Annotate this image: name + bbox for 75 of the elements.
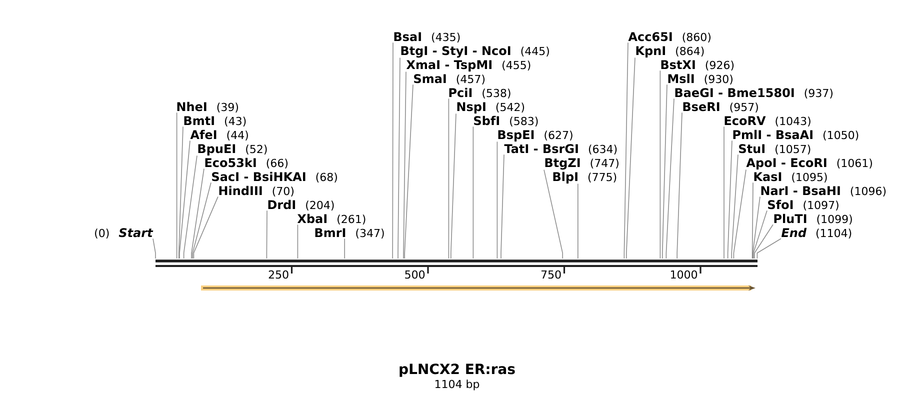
site-label: SmaI (457) [414,74,485,84]
leader-line [192,182,212,259]
site-label: EcoRV (1043) [724,116,810,126]
site-label: PmlI - BsaAI (1050) [733,130,858,140]
leader-line [392,42,394,259]
site-label: Eco53kI (66) [205,158,288,168]
leader-line [676,112,682,259]
leader-line [544,169,563,259]
leader-line [398,57,400,259]
leader-line [193,196,218,259]
leader-line [183,155,198,259]
leader-line [662,84,668,259]
end-label: End (1104) [781,228,852,238]
leader-line [733,169,746,259]
leader-line [448,98,450,259]
site-label: NheI (39) [177,102,238,112]
site-label: BlpI (775) [553,172,616,184]
leader-line [660,70,661,259]
leader-line [450,113,456,259]
leader-line [297,224,298,259]
leader-line [626,57,636,259]
site-label: BspEI (627) [498,130,572,142]
site-label: XbaI (261) [297,214,366,224]
end-label: (0) Start [95,228,154,238]
leader-line [496,141,498,259]
leader-line [756,238,782,259]
site-label: HindIII (70) [219,186,294,196]
leader-line [472,126,474,259]
map-title: pLNCX2 ER:ras [400,364,515,377]
site-label: BtgZI (747) [545,158,618,170]
leader-line [753,210,768,259]
site-label: BmrI (347) [315,228,384,238]
leader-line [500,154,504,259]
leader-line [178,126,184,259]
leader-line [624,42,628,259]
site-label: PluTI (1099) [774,214,852,224]
site-label: BsaI (435) [394,32,460,42]
site-label: NarI - BsaHI (1096) [761,186,886,196]
leader-line [266,210,268,259]
leader-line [191,168,204,259]
site-label: StuI (1057) [739,144,810,154]
site-label: SfoI (1097) [768,200,838,210]
leader-line [752,196,760,259]
site-label: ApoI - EcoRI (1061) [746,158,872,170]
leader-line [152,238,156,259]
leader-line [176,112,178,259]
leader-line [752,182,754,259]
leader-line [404,84,414,259]
site-label: BmtI (43) [184,116,246,126]
site-label: BtgI - StyI - NcoI (445) [401,46,549,58]
site-label: Acc65I (860) [628,32,710,42]
leader-line [727,140,732,259]
site-label: PciI (538) [449,88,510,98]
site-label: BstXI (926) [661,60,734,70]
site-label: DrdI (204) [268,200,334,210]
site-label: AfeI (44) [190,130,248,140]
leader-line [403,71,406,259]
site-label: TatI - BsrGI (634) [504,144,617,154]
leader-line [344,238,345,259]
length-label: 1104 bp [435,380,480,390]
dna-backbone [156,260,758,267]
site-label: KpnI (864) [636,46,704,58]
site-label: KasI (1095) [754,172,827,182]
site-label: SbfI (583) [474,116,538,126]
leader-line [666,98,674,259]
site-label: XmaI - TspMI (455) [406,60,530,72]
site-label: MslI (930) [668,74,732,84]
leader-line [731,154,738,259]
site-label: BaeGI - Bme1580I (937) [675,88,832,98]
site-label: NspI (542) [457,102,524,114]
site-label: SacI - BsiHKAI (68) [212,172,337,182]
site-label: BpuEI (52) [198,144,267,156]
site-label: BseRI (957) [683,102,758,112]
leader-line [754,224,774,259]
leader-line [179,140,190,259]
